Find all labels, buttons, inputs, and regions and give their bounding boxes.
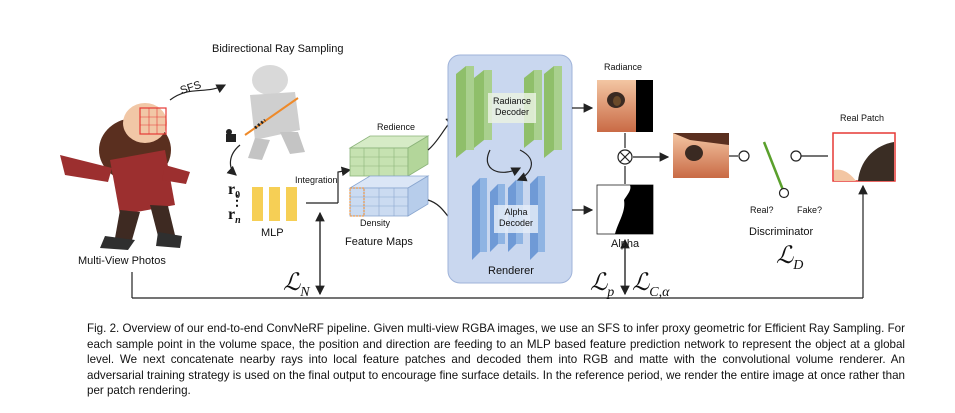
label-feature-maps: Feature Maps — [345, 236, 413, 248]
label-real-patch: Real Patch — [840, 113, 885, 123]
feature-map-density — [348, 175, 430, 217]
label-integration: Integration — [295, 175, 338, 185]
feature-map-radiance — [348, 135, 430, 177]
ray-rn: rn — [228, 206, 241, 227]
label-radiance-decoder: Radiance Decoder — [492, 96, 532, 117]
mlp-block — [252, 187, 297, 221]
label-radiance: Radiance — [604, 62, 643, 72]
radiance-decoder-blocks — [456, 66, 562, 158]
label-density: Density — [360, 218, 391, 228]
loss-n: ℒN — [283, 270, 310, 300]
label-alpha: Alpha — [611, 238, 640, 250]
label-fake-q: Fake? — [797, 205, 823, 215]
alpha-decoder-blocks — [472, 176, 545, 260]
label-redience: Redience — [377, 122, 416, 132]
label-renderer: Renderer — [488, 265, 534, 277]
character-illustration — [60, 103, 190, 250]
real-patch — [832, 132, 896, 182]
multiply-node — [617, 149, 633, 165]
label-bidirectional-ray-sampling: Bidirectional Ray Sampling — [212, 43, 344, 55]
ray-dots: ⋮ — [230, 194, 244, 209]
output-patch — [673, 133, 729, 178]
label-discriminator: Discriminator — [749, 226, 814, 238]
radiance-image — [597, 80, 653, 132]
discriminator-switch — [729, 141, 828, 199]
proxy-geometry — [226, 65, 305, 160]
loss-p: ℒp — [590, 270, 615, 300]
label-multi-view-photos: Multi-View Photos — [78, 255, 166, 267]
label-alpha-decoder: Alpha Decoder — [498, 207, 534, 228]
loss-c-alpha: ℒC,α — [632, 270, 670, 300]
loss-d: ℒD — [776, 243, 804, 273]
ray-r0: r0 — [228, 181, 241, 202]
label-real-q: Real? — [750, 205, 774, 215]
label-mlp: MLP — [261, 227, 284, 239]
figure-caption: Fig. 2. Overview of our end-to-end ConvN… — [87, 322, 905, 397]
alpha-image — [596, 184, 654, 235]
